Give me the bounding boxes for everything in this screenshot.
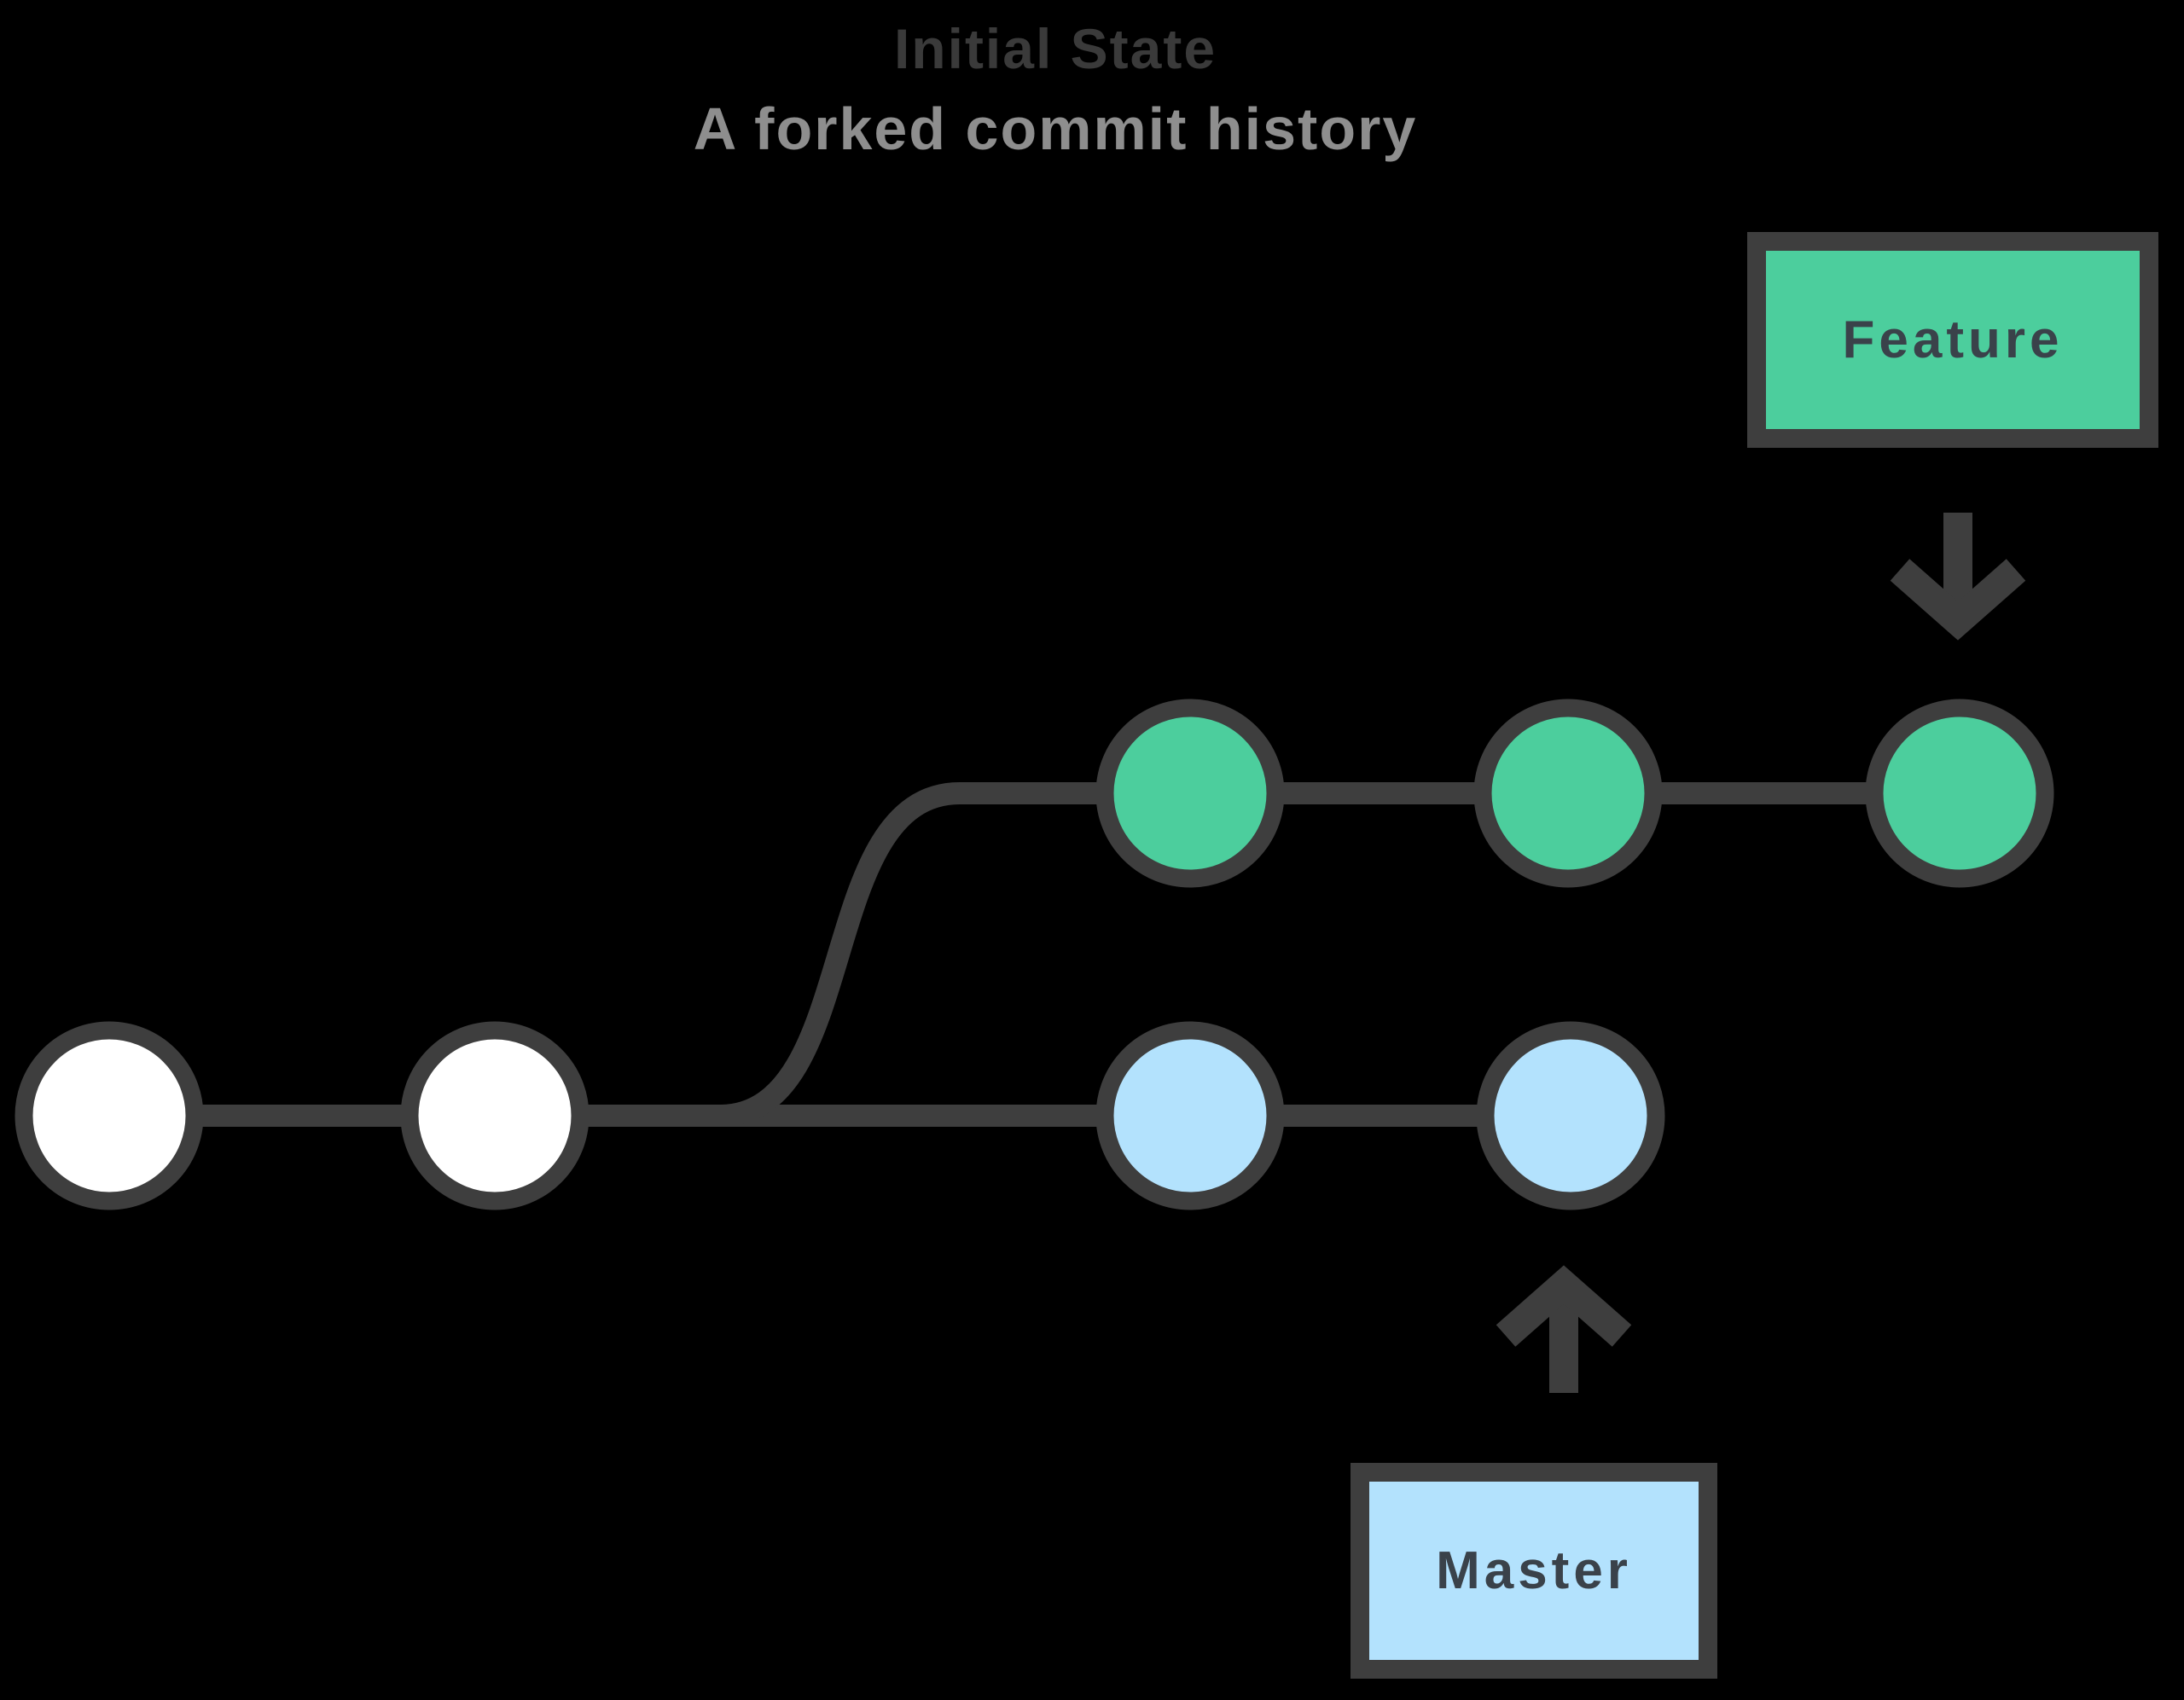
diagram-title-block: Initial State A forked commit history	[694, 9, 1418, 169]
commit-node-feature-1	[1095, 699, 1285, 888]
commit-node-common-1	[15, 1021, 204, 1210]
diagram-title: Initial State	[893, 17, 1217, 80]
commit-node-feature-3	[1865, 699, 2054, 888]
feature-branch-label: Feature	[1842, 310, 2064, 369]
commit-node-feature-2	[1473, 699, 1663, 888]
down-arrow-icon	[1890, 513, 2026, 641]
commit-node-master-1	[1095, 1021, 1285, 1210]
up-arrow-icon	[1496, 1265, 1632, 1393]
up-arrow-head	[1496, 1265, 1632, 1347]
diagram-subtitle: A forked commit history	[693, 96, 1418, 162]
master-branch-label-box: Master	[1350, 1463, 1717, 1679]
down-arrow-head	[1890, 559, 2026, 641]
commit-node-master-2	[1476, 1021, 1665, 1210]
master-branch-label: Master	[1436, 1541, 1632, 1600]
commit-node-common-2	[400, 1021, 590, 1210]
feature-branch-line	[495, 782, 1960, 1127]
feature-branch-label-box: Feature	[1747, 232, 2158, 448]
